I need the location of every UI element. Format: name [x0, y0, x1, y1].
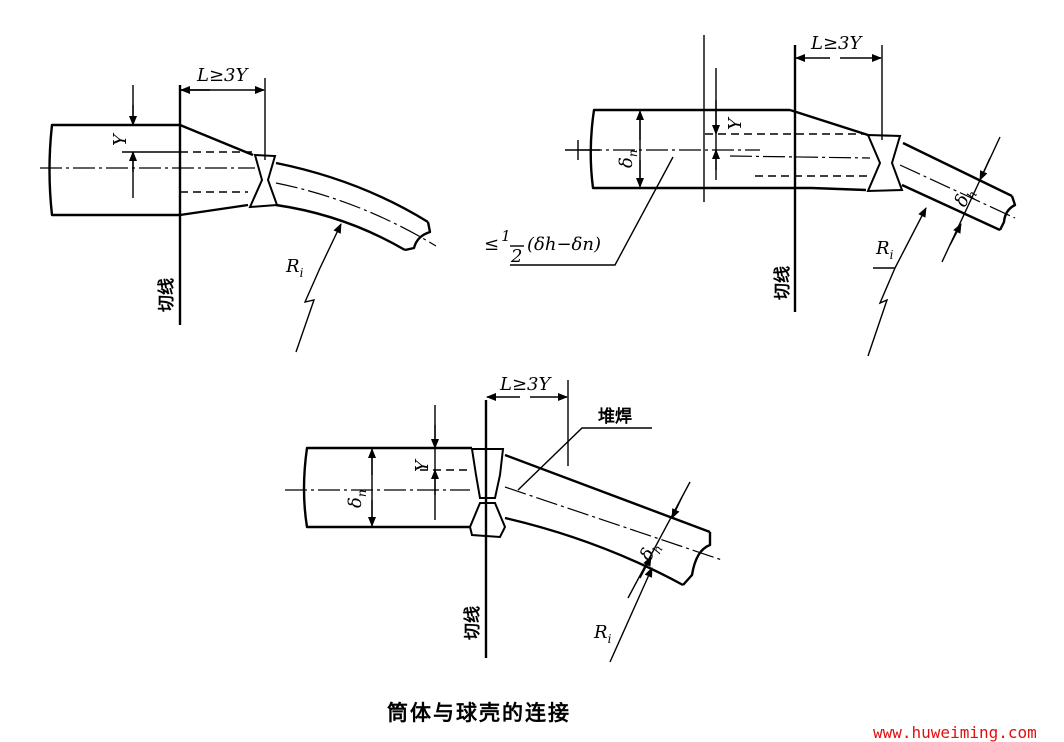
- shell-inner: [504, 516, 684, 587]
- radius-arrow: [609, 567, 653, 663]
- tangent-label: 切线: [156, 278, 177, 312]
- diagram-2: δn Y ≤1 2 (δh−δn) 切线 L≥3Y δh Ri: [484, 33, 1017, 357]
- weld-top: [470, 448, 505, 499]
- centerline: [580, 149, 1016, 219]
- radius-arrow: [867, 208, 926, 357]
- tolerance-expr: (δh−δn): [527, 234, 601, 255]
- taper-top: [179, 123, 254, 157]
- radius-label: Ri: [285, 256, 304, 280]
- length-label: L≥3Y: [810, 33, 863, 54]
- cyl-thickness-label: δn: [616, 149, 640, 168]
- tolerance-den: 2: [510, 246, 522, 267]
- bottom-to-weld: [811, 186, 867, 192]
- tangent-label: 切线: [772, 266, 793, 300]
- offset-label: Y: [725, 116, 746, 130]
- cylinder-outline: [48, 123, 180, 217]
- shell-thickness-arrow-1: [979, 157, 991, 181]
- shell-end: [404, 221, 432, 252]
- shell-outer: [275, 161, 429, 224]
- diagram-1: Y L≥3Y 切线 Ri: [40, 65, 437, 353]
- center-tick: [565, 140, 600, 160]
- tolerance-leader: [510, 156, 674, 266]
- tangent-label: 切线: [462, 606, 483, 640]
- diagram-3: δn Y 切线 L≥3Y 堆焊 δh Ri: [285, 374, 723, 663]
- shell-thickness-arrow-2: [949, 223, 962, 246]
- weld-bottom: [468, 502, 507, 539]
- centerline: [40, 167, 437, 247]
- tolerance-label: ≤1: [484, 227, 511, 255]
- radius-label: Ri: [593, 622, 612, 646]
- cylinder-outline: [589, 108, 812, 190]
- shell-inner: [275, 203, 406, 252]
- weld: [248, 153, 279, 209]
- length-label: L≥3Y: [499, 374, 552, 395]
- taper-top: [789, 108, 869, 137]
- shell-thickness-label: δh: [636, 538, 666, 566]
- shell-inner: [901, 183, 1001, 232]
- weld: [866, 133, 904, 193]
- overlay-leader: [517, 427, 652, 491]
- radius-label: Ri: [875, 238, 894, 262]
- shell-end: [998, 195, 1017, 231]
- length-label: L≥3Y: [196, 65, 249, 86]
- cyl-thickness-label: δn: [345, 489, 369, 508]
- caption: 筒体与球壳的连接: [387, 701, 571, 725]
- overlay-label: 堆焊: [598, 406, 632, 427]
- offset-label: Y: [412, 458, 433, 472]
- shell-outer: [902, 141, 1013, 198]
- offset-label: Y: [110, 132, 131, 146]
- watermark: www.huweiming.com: [873, 723, 1037, 742]
- shell-outer: [504, 453, 711, 534]
- centerline: [285, 486, 723, 561]
- taper-bottom: [179, 203, 249, 217]
- shell-end: [682, 532, 712, 586]
- radius-arrow: [295, 223, 342, 353]
- cylinder-outline: [302, 446, 472, 529]
- shell-thickness-arrow-1: [671, 496, 683, 519]
